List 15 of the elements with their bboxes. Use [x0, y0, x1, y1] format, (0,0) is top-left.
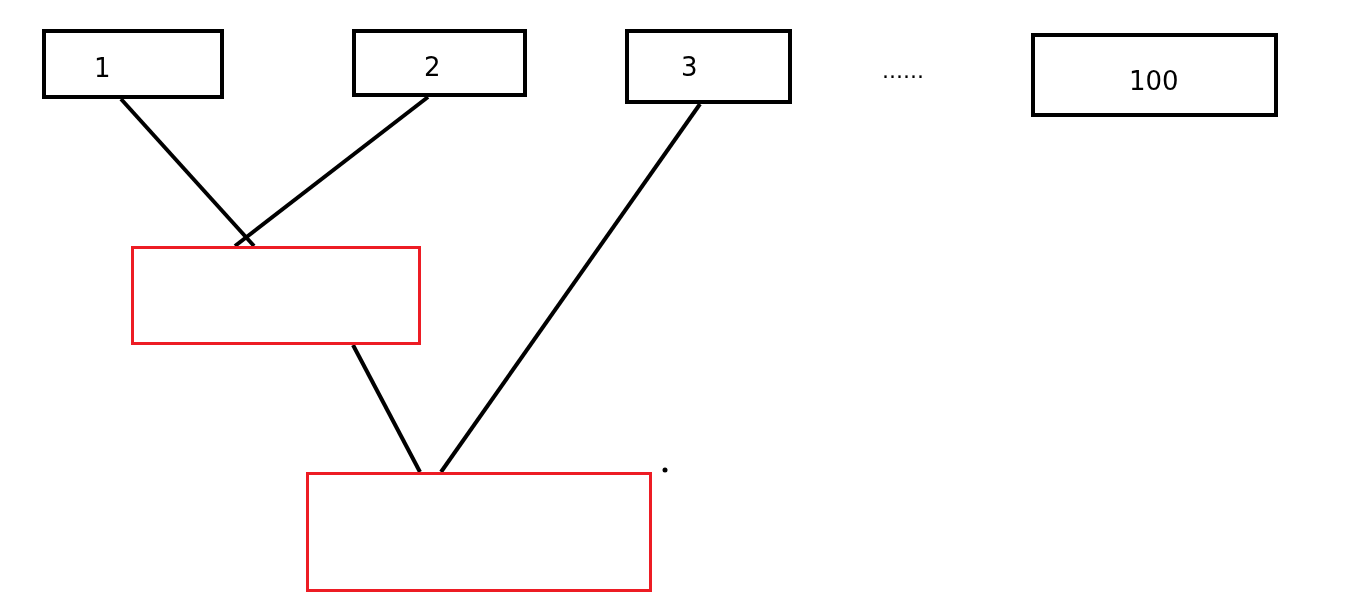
- box-number: 2: [424, 52, 441, 82]
- empty-box: [306, 472, 652, 592]
- box-number: 1: [94, 53, 111, 83]
- empty-box: [131, 246, 421, 345]
- number-box: [625, 29, 792, 104]
- number-box: [1031, 33, 1278, 117]
- connector-line: [119, 97, 256, 248]
- connector-line: [439, 102, 702, 474]
- box-number: 100: [1129, 66, 1179, 96]
- connector-line: [233, 95, 430, 248]
- connector-line: [351, 344, 422, 473]
- ellipsis-text: ......: [882, 58, 924, 83]
- number-box: [352, 29, 527, 97]
- box-number: 3: [681, 52, 698, 82]
- number-box: [42, 29, 224, 99]
